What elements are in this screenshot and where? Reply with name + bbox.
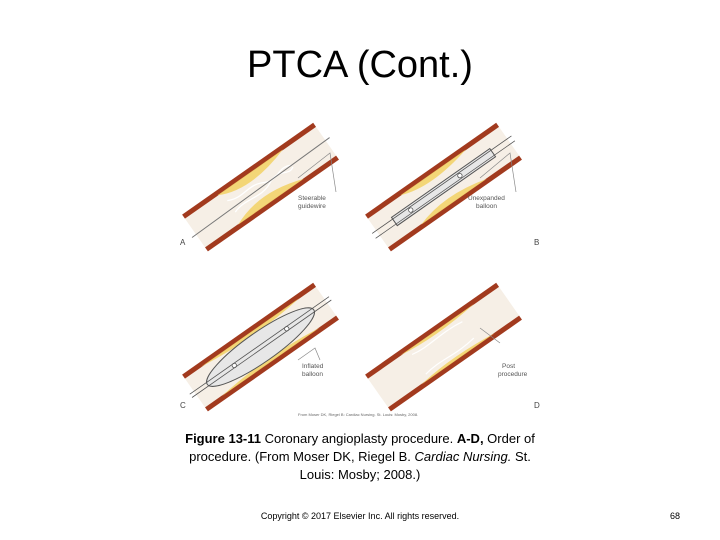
angioplasty-figure: Steerable guidewire A Unexpanded balloon…: [180, 108, 545, 423]
panel-letter-c: C: [180, 401, 186, 410]
label-balloon-b: balloon: [476, 203, 497, 210]
label-steerable: Steerable: [298, 195, 326, 202]
label-unexpanded: Unexpanded: [468, 195, 505, 202]
panel-a: Steerable guidewire A: [180, 122, 342, 252]
panel-c: Inflated balloon C: [180, 282, 342, 412]
panel-letter-a: A: [180, 238, 186, 247]
panel-d: Post procedure D: [367, 285, 540, 410]
caption-book: Cardiac Nursing.: [415, 449, 512, 464]
caption-ad: A-D,: [457, 431, 484, 446]
panel-letter-d: D: [534, 401, 540, 410]
slide-title: PTCA (Cont.): [0, 44, 720, 87]
label-procedure: procedure: [498, 371, 528, 378]
label-inflated: Inflated: [302, 363, 324, 370]
caption-fig-num: Figure 13-11: [185, 431, 261, 446]
label-guidewire: guidewire: [298, 203, 326, 210]
page-number: 68: [660, 511, 690, 521]
panel-b: Unexpanded balloon B: [362, 122, 539, 252]
figure-credit: From Moser DK, Riegel B: Cardiac Nursing…: [298, 412, 418, 417]
label-balloon-c: balloon: [302, 371, 323, 378]
panel-letter-b: B: [534, 238, 539, 247]
caption-desc: Coronary angioplasty procedure.: [261, 431, 457, 446]
label-post: Post: [502, 363, 515, 370]
footer-copyright: Copyright © 2017 Elsevier Inc. All right…: [200, 511, 520, 521]
inflated-balloon: [199, 298, 323, 397]
figure-caption: Figure 13-11 Coronary angioplasty proced…: [170, 430, 550, 484]
